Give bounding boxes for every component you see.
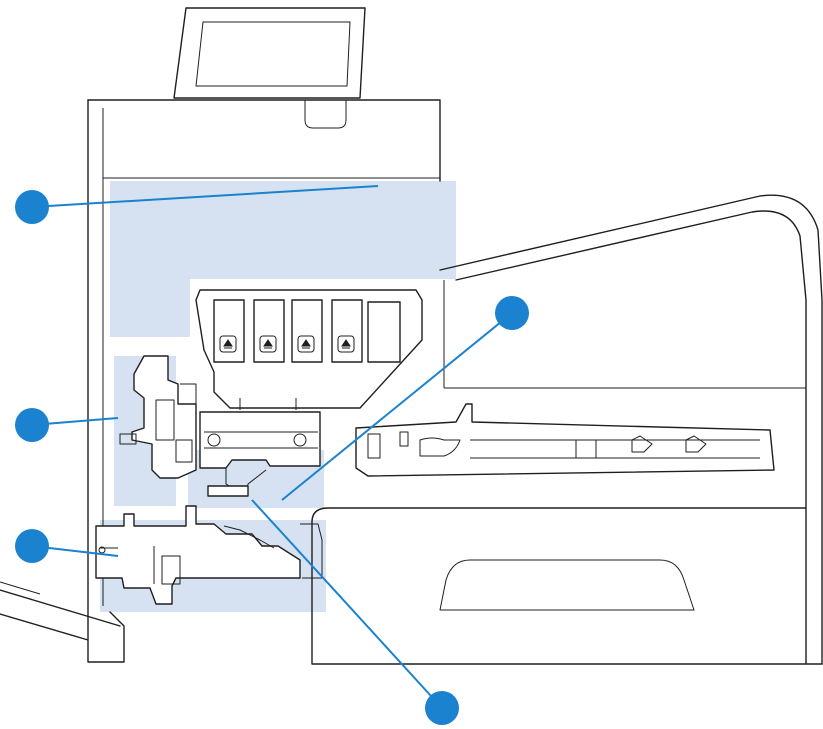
callout-4[interactable]: [495, 296, 529, 330]
ink-cartridge-3: [292, 300, 322, 362]
ink-cartridge-2: [254, 300, 284, 362]
ink-carriage: [196, 290, 422, 408]
callout-3[interactable]: [15, 529, 49, 563]
paper-path: [356, 404, 774, 476]
printhead-slot: [368, 302, 400, 362]
ink-cartridge-1: [214, 300, 244, 362]
ink-cartridge-4: [332, 300, 362, 362]
callout-2[interactable]: [15, 408, 49, 442]
callout-1[interactable]: [15, 190, 49, 224]
control-panel: [174, 8, 365, 98]
zone-top-area: [110, 181, 456, 279]
callout-5[interactable]: [425, 691, 459, 725]
zone-top-left-area: [110, 279, 190, 337]
